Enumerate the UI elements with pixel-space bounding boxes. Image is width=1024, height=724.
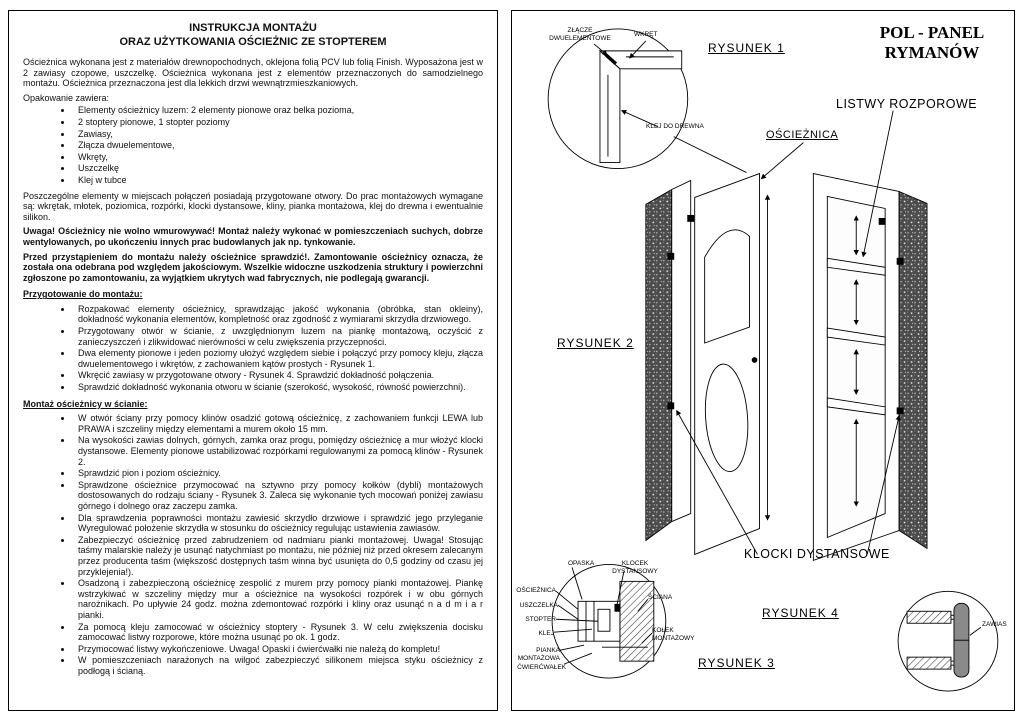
brand-line2: RYMANÓW — [884, 43, 980, 62]
main-assembly-drawing — [645, 110, 928, 562]
left-door — [694, 172, 760, 556]
list-item: Sprawdzone ościeżnice przymocować na szt… — [73, 480, 483, 512]
hinge-plate — [906, 610, 952, 624]
document-title-line1: INSTRUKCJA MONTAŻU — [189, 22, 317, 34]
left-frame — [671, 179, 692, 523]
list-item: Sprawdzić dokładność wykonania otworu w … — [73, 382, 483, 393]
label-klej: KLEJ — [538, 630, 554, 637]
figure-1-label: RYSUNEK 1 — [708, 41, 785, 55]
page-right: POL - PANEL RYMANÓW RYSUNEK 1 RYSUNEK 2 … — [511, 10, 1015, 711]
label-klej-do-drewna: KLEJ DO DREWNA — [646, 123, 704, 130]
label-uszczelka: USZCZELKA — [519, 602, 558, 609]
list-item: W pomieszczeniach narażonych na wilgoć z… — [73, 655, 483, 676]
list-item: Dwa elementy pionowe i jeden poziomy uło… — [73, 348, 483, 369]
label-klocki-dystansowe: KLOCKI DYSTANSOWE — [744, 547, 890, 561]
door-knob — [751, 357, 758, 363]
spacer-block — [896, 257, 904, 265]
spacer-block — [614, 603, 621, 612]
spreader-bar — [826, 327, 886, 346]
list-item: Wkręty, — [73, 152, 483, 163]
figure-4-label: RYSUNEK 4 — [762, 606, 839, 620]
warning-paragraph-1: Uwaga! Ościeżnicy nie wolno wmurowywać! … — [23, 226, 483, 247]
label-sciana: ŚCIANA — [648, 594, 673, 601]
list-item: Złącza dwuelementowe, — [73, 140, 483, 151]
figure-4-hinge-drawing — [897, 590, 999, 692]
prep-list: Rozpakować elementy ościeżnicy, sprawdza… — [23, 304, 483, 393]
list-item: 2 stoptery pionowe, 1 stopter poziomy — [73, 117, 483, 128]
list-item: Elementy ościeżnicy luzem: 2 elementy pi… — [73, 105, 483, 116]
list-item: Rozpakować elementy ościeżnicy, sprawdza… — [73, 304, 483, 325]
list-item: Zabezpieczyć ościeżnicę przed zabrudzeni… — [73, 535, 483, 577]
list-item: Dla sprawdzenia poprawności montażu zawi… — [73, 513, 483, 534]
brand-logo: POL - PANEL RYMANÓW — [862, 23, 1002, 63]
package-intro: Opakowanie zawiera: — [23, 92, 110, 103]
label-opaska: OPASKA — [568, 560, 595, 567]
label-wkret: WKRĘT — [634, 31, 658, 38]
label-listwy-rozporowe: LISTWY ROZPOROWE — [836, 97, 978, 111]
document-title-line2: ORAZ UŻYTKOWANIA OŚCIEŻNIC ZE STOPTEREM — [119, 36, 387, 48]
page-left: INSTRUKCJA MONTAŻU ORAZ UŻYTKOWANIA OŚCI… — [8, 10, 498, 711]
list-item: Przygotowany otwór w ścianie, z uwzględn… — [73, 326, 483, 347]
spacer-block — [687, 214, 695, 222]
spacer-block — [667, 402, 675, 410]
mount-heading: Montaż ościeżnicy w ścianie: — [23, 398, 148, 409]
package-list: Elementy ościeżnicy luzem: 2 elementy pi… — [23, 105, 483, 185]
list-item: Przymocować listwy wykończeniowe. Uwaga!… — [73, 644, 483, 655]
left-wall — [645, 188, 673, 542]
stopper-profile — [597, 608, 611, 632]
intro-paragraph: Ościeżnica wykonana jest z materiałów dr… — [23, 57, 483, 89]
list-item: Zawiasy, — [73, 129, 483, 140]
list-item: Klej w tubce — [73, 175, 483, 186]
figure-2-label: RYSUNEK 2 — [557, 336, 634, 350]
brand-line1: POL - PANEL — [879, 23, 985, 42]
figure-3-label: RYSUNEK 3 — [698, 656, 775, 670]
spacer-block — [878, 217, 886, 225]
warning-paragraph-2: Przed przystąpieniem do montażu należy o… — [23, 251, 483, 283]
mount-list: W otwór ściany przy pomocy klinów osadzi… — [23, 413, 483, 676]
tools-paragraph: Poszczególne elementy w miejscach połącz… — [23, 190, 483, 222]
door-arched-panel — [704, 229, 750, 344]
figure-1-corner-joint-drawing — [547, 28, 747, 173]
right-wall — [898, 190, 928, 550]
label-zawias: ZAWIAS — [982, 621, 1007, 628]
label-zlacze-dwuelementowe: ZŁĄCZE DWUELEMENTOWE — [549, 27, 611, 42]
technical-drawing — [547, 28, 999, 692]
prep-heading: Przygotowanie do montażu: — [23, 289, 143, 300]
hinge-plate — [906, 656, 952, 670]
document-title: INSTRUKCJA MONTAŻU ORAZ UŻYTKOWANIA OŚCI… — [23, 21, 483, 49]
list-item: W otwór ściany przy pomocy klinów osadzi… — [73, 413, 483, 434]
label-cwiercwalek: ĆWIERĆWAŁEK — [517, 664, 566, 671]
list-item: Wkręcić zawiasy w przygotowane otwory - … — [73, 370, 483, 381]
spreader-bar — [826, 257, 886, 276]
wall-section — [619, 580, 655, 662]
label-kolek-montazowy: KOŁEK MONTAŻOWY — [652, 627, 695, 642]
list-item: Uszczelkę — [73, 163, 483, 174]
list-item: Na wysokości zawias dolnych, górnych, za… — [73, 435, 483, 467]
label-oscieznica: OŚCIEŻNICA — [766, 129, 839, 141]
figure-3-section-drawing — [551, 563, 667, 679]
label-klocek-dystansowy: KLOCEK DYSTANSOWY — [612, 560, 658, 575]
list-item: Za pomocą kleju zamocować w ościeżnicy s… — [73, 622, 483, 643]
door-oval-panel — [704, 363, 749, 473]
spacer-block — [896, 407, 904, 415]
label-pianka-montazowa: PIANKA MONTAŻOWA — [517, 647, 560, 662]
list-item: Sprawdzić pion i poziom ościeżnicy. — [73, 468, 483, 479]
label-fig3-oscieznica: OŚCIEŻNICA — [516, 587, 556, 594]
spreader-bar — [826, 397, 886, 416]
label-stopter: STOPTER — [525, 616, 556, 623]
list-item: Osadzoną i zabezpieczoną ościeżnicę zesp… — [73, 578, 483, 620]
spacer-block — [667, 252, 675, 260]
